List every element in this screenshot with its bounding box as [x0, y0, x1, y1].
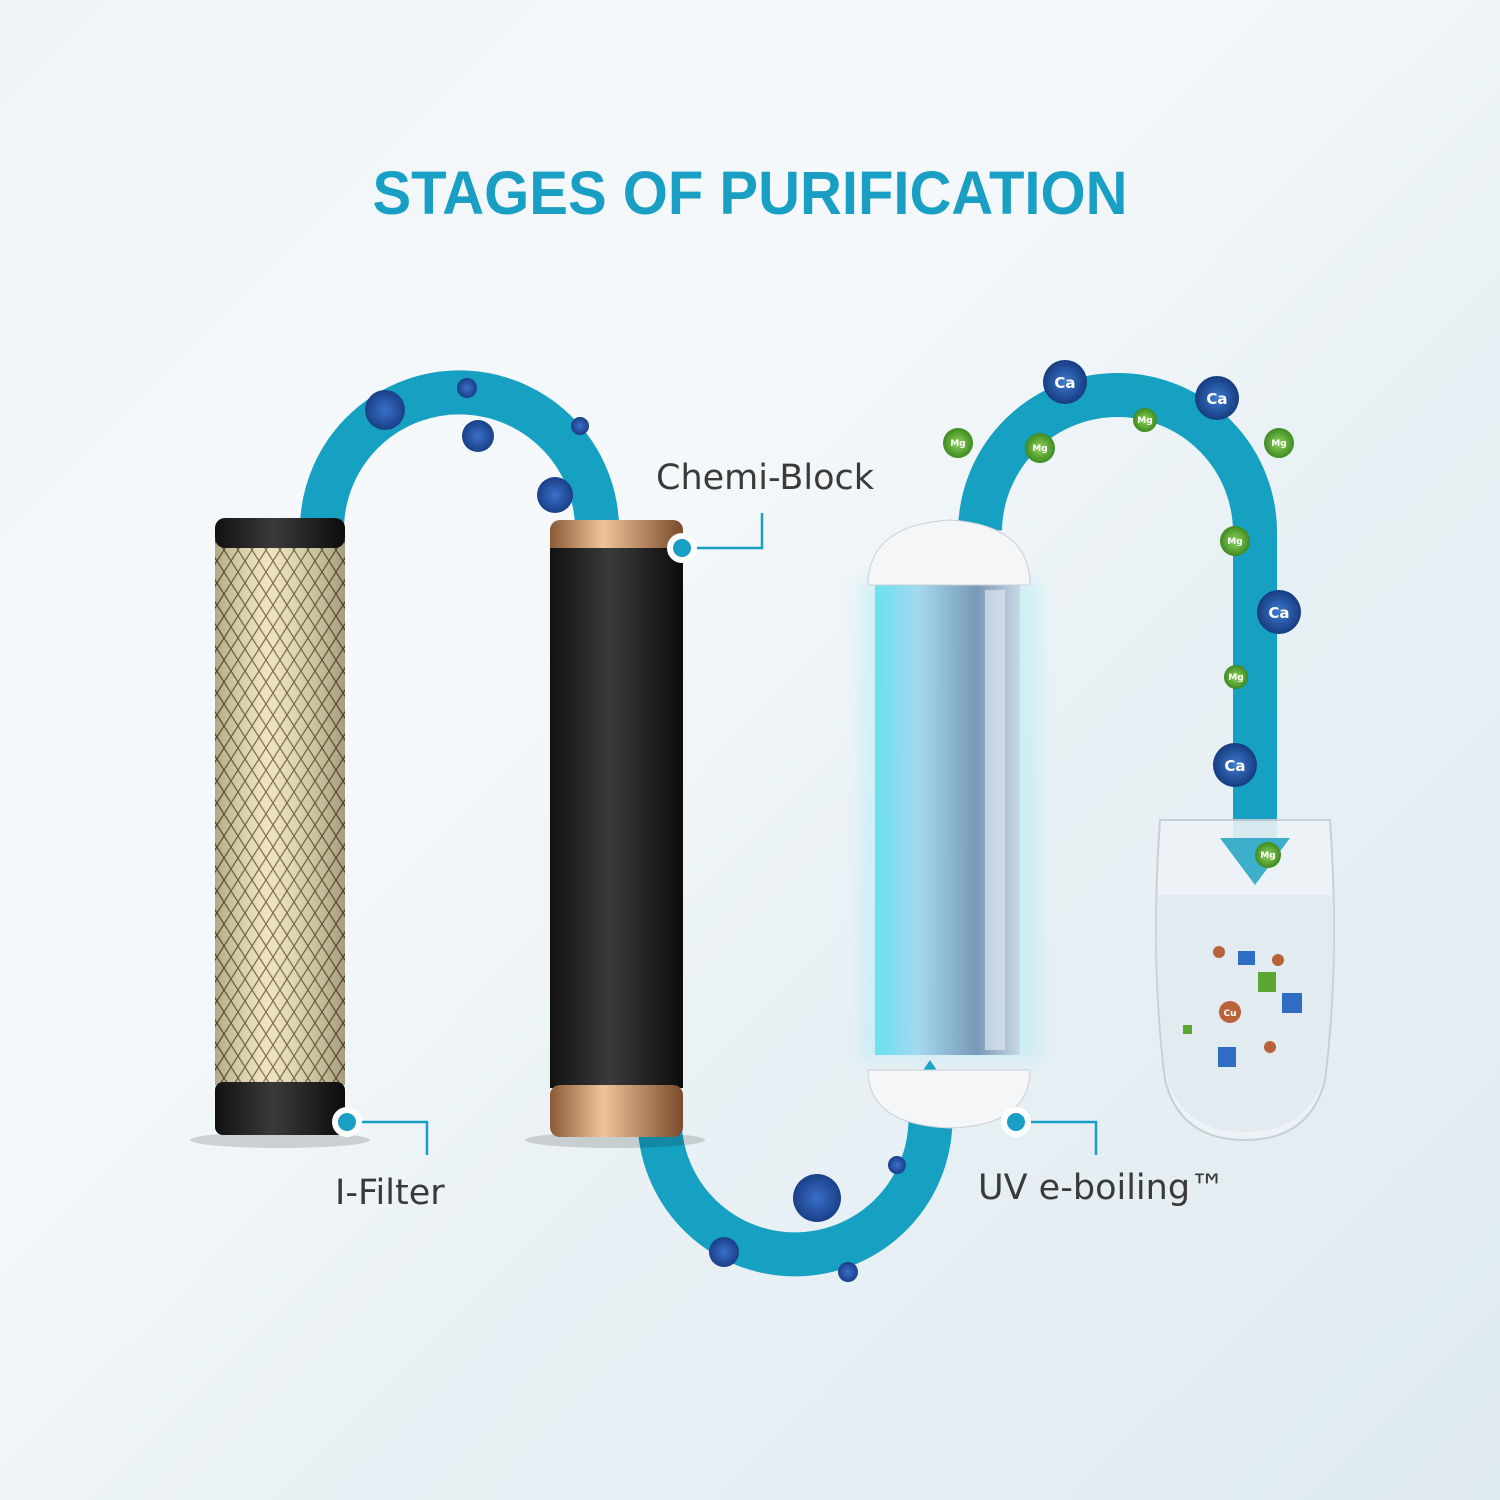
stage-label-uv-e-boiling: UV e-boiling™ [978, 1168, 1226, 1208]
svg-text:Mg: Mg [1032, 444, 1047, 454]
water-glass [1155, 819, 1335, 1142]
uv-lamp [860, 519, 1040, 1129]
svg-text:Ca: Ca [1054, 374, 1075, 392]
svg-text:Ca: Ca [1268, 604, 1289, 622]
svg-text:Mg: Mg [950, 439, 965, 449]
svg-text:Ca: Ca [1224, 757, 1245, 775]
svg-text:Cu: Cu [1223, 1009, 1236, 1019]
stage-label-chemi-block: Chemi-Block [656, 458, 875, 498]
connector-dots [332, 533, 1031, 1137]
svg-text:Mg: Mg [1137, 416, 1152, 426]
copper-ion: Cu [1223, 1009, 1236, 1019]
contaminant-viruses [365, 378, 906, 1282]
svg-text:Mg: Mg [1260, 851, 1275, 861]
i-filter-cartridge [190, 518, 370, 1148]
label-connectors [360, 513, 1098, 1155]
calcium-ions: Ca Ca Ca Ca [1043, 360, 1301, 787]
svg-text:Ca: Ca [1206, 390, 1227, 408]
svg-text:Mg: Mg [1227, 537, 1242, 547]
magnesium-ions: Mg Mg Mg Mg Mg Mg Mg [943, 408, 1294, 868]
svg-text:Mg: Mg [1228, 673, 1243, 683]
page-title: STAGES OF PURIFICATION [372, 159, 1128, 228]
chemi-block-cartridge [525, 520, 705, 1148]
stage-label-i-filter: I-Filter [335, 1173, 445, 1213]
svg-text:Mg: Mg [1271, 439, 1286, 449]
